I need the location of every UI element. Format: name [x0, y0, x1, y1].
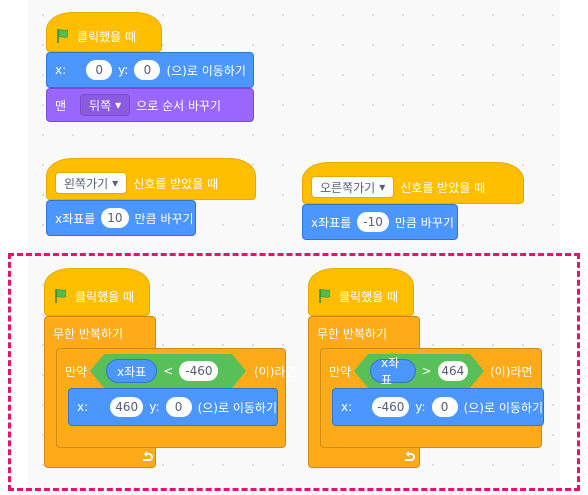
- message-dropdown[interactable]: 왼쪽가기 ▾: [55, 172, 128, 194]
- x-input[interactable]: 0: [86, 60, 113, 80]
- green-flag-icon: [319, 289, 330, 303]
- x-position-reporter[interactable]: x좌표: [106, 359, 157, 383]
- y-input[interactable]: 0: [134, 60, 161, 80]
- change-x-block-left[interactable]: x좌표를 10 만큼 바꾸기: [46, 200, 196, 236]
- compare-input[interactable]: 464: [438, 361, 468, 381]
- message-name: 오른쪽가기: [320, 180, 376, 195]
- layer-suffix: 으로 순서 바꾸기: [136, 98, 222, 113]
- when-receive-block-right[interactable]: 오른쪽가기 ▾ 신호를 받았을 때: [302, 162, 524, 204]
- loop-arrow-icon: [143, 451, 153, 461]
- when-flag-clicked-block[interactable]: 클릭했을 때: [308, 268, 414, 316]
- highlight-selection-box: [8, 253, 580, 491]
- hat-label: 클릭했을 때: [339, 289, 399, 304]
- change-input[interactable]: 10: [101, 208, 129, 228]
- layer-dropdown[interactable]: 뒤쪽 ▾: [80, 94, 131, 116]
- green-flag-icon: [55, 289, 66, 303]
- when-flag-clicked-block[interactable]: 클릭했을 때: [44, 268, 150, 316]
- greater-than-operator[interactable]: x좌표 > 464: [354, 354, 484, 388]
- x-label: x:: [341, 400, 353, 414]
- operator-symbol: <: [163, 364, 174, 378]
- x-input[interactable]: 460: [110, 397, 144, 417]
- hat-label: 클릭했을 때: [75, 289, 135, 304]
- change-label: x좌표를: [311, 215, 352, 230]
- goto-suffix: (으)로 이동하기: [166, 63, 246, 78]
- y-input[interactable]: 0: [165, 397, 192, 417]
- loop-arrow-icon: [405, 451, 415, 461]
- green-flag-icon: [57, 29, 68, 43]
- when-flag-clicked-block[interactable]: 클릭했을 때: [46, 12, 162, 52]
- compare-input[interactable]: -460: [179, 361, 218, 381]
- layer-prefix: 맨: [55, 98, 67, 113]
- change-suffix: 만큼 바꾸기: [394, 215, 454, 230]
- operator-symbol: >: [421, 364, 432, 378]
- goto-suffix: (으)로 이동하기: [197, 400, 277, 415]
- change-input[interactable]: -10: [357, 212, 389, 232]
- if-label: 만약: [65, 365, 88, 379]
- goto-xy-block[interactable]: x: -460 y: 0 (으)로 이동하기: [332, 388, 544, 426]
- y-label: y:: [149, 400, 160, 414]
- y-label: y:: [415, 400, 426, 414]
- change-suffix: 만큼 바꾸기: [134, 211, 194, 226]
- goto-xy-block[interactable]: x: 460 y: 0 (으)로 이동하기: [68, 388, 278, 426]
- hat-suffix: 신호를 받았을 때: [400, 180, 486, 195]
- dropdown-arrow-icon: ▾: [112, 176, 119, 190]
- change-x-block-right[interactable]: x좌표를 -10 만큼 바꾸기: [302, 204, 458, 240]
- hat-suffix: 신호를 받았을 때: [133, 176, 219, 191]
- less-than-operator[interactable]: x좌표 < -460: [90, 354, 246, 388]
- layer-option: 뒤쪽: [89, 98, 112, 113]
- go-to-layer-block[interactable]: 맨 뒤쪽 ▾ 으로 순서 바꾸기: [46, 88, 254, 122]
- dropdown-arrow-icon: ▾: [379, 180, 386, 194]
- x-label: x:: [77, 400, 89, 414]
- change-label: x좌표를: [55, 211, 96, 226]
- when-receive-block-left[interactable]: 왼쪽가기 ▾ 신호를 받았을 때: [46, 158, 256, 200]
- hat-label: 클릭했을 때: [77, 29, 137, 44]
- y-input[interactable]: 0: [431, 397, 458, 417]
- if-label: 만약: [329, 365, 352, 379]
- dropdown-arrow-icon: ▾: [115, 98, 122, 112]
- message-dropdown[interactable]: 오른쪽가기 ▾: [311, 176, 395, 198]
- x-label: x:: [55, 63, 67, 77]
- goto-suffix: (으)로 이동하기: [463, 400, 543, 415]
- script-canvas[interactable]: 클릭했을 때 x: 0 y: 0 (으)로 이동하기 맨 뒤쪽 ▾ 으로 순서 …: [28, 0, 560, 495]
- then-label: (이)라면: [254, 365, 297, 379]
- y-label: y:: [118, 63, 129, 77]
- message-name: 왼쪽가기: [64, 176, 109, 191]
- x-position-reporter[interactable]: x좌표: [370, 359, 416, 383]
- goto-xy-block[interactable]: x: 0 y: 0 (으)로 이동하기: [46, 52, 254, 88]
- forever-label: 무한 반복하기: [53, 327, 124, 341]
- x-input[interactable]: -460: [372, 397, 410, 417]
- forever-label: 무한 반복하기: [317, 327, 388, 341]
- then-label: (이)라면: [490, 365, 533, 379]
